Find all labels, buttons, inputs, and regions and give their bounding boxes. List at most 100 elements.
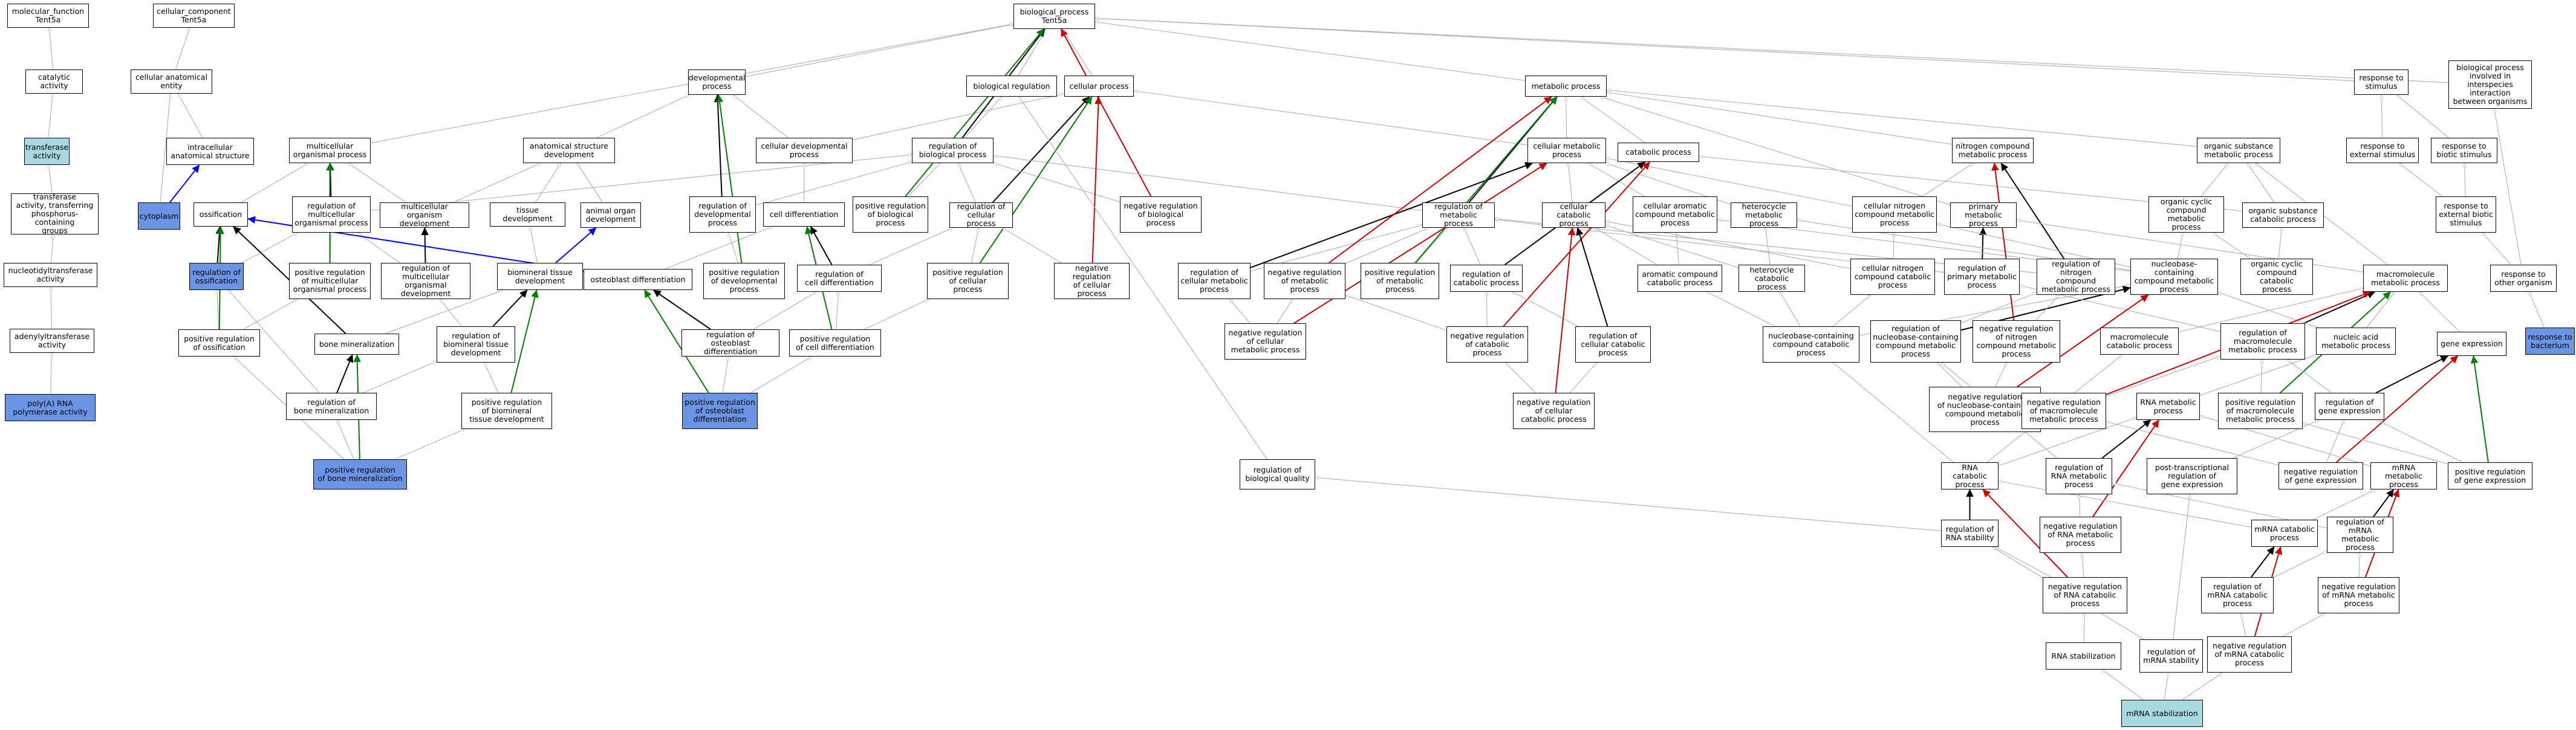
term-node-macrocatab[interactable]: macromolecule catabolic process bbox=[2100, 328, 2179, 355]
term-node-multiorgdev[interactable]: multicellular organism development bbox=[380, 202, 469, 228]
term-node-regbioproc[interactable]: regulation of biological process bbox=[912, 138, 994, 163]
term-node-posregossif[interactable]: positive regulation of ossification bbox=[178, 329, 260, 357]
term-node-polya[interactable]: poly(A) RNA polymerase activity bbox=[5, 394, 96, 421]
term-node-regossif[interactable]: regulation of ossification bbox=[189, 263, 244, 290]
term-node-posregmultiorg[interactable]: positive regulation of multicellular org… bbox=[289, 263, 371, 299]
term-node-regbioqual[interactable]: regulation of biological quality bbox=[1240, 459, 1315, 489]
term-node-cellcatab[interactable]: cellular catabolic process bbox=[1542, 202, 1605, 228]
term-node-regmrnacatab[interactable]: regulation of mRNA catabolic process bbox=[2201, 577, 2274, 613]
term-node-reggeneexpr[interactable]: regulation of gene expression bbox=[2315, 393, 2384, 420]
term-node-negregmacro[interactable]: negative regulation of macromolecule met… bbox=[2021, 393, 2106, 429]
term-node-rnastab[interactable]: RNA stabilization bbox=[2046, 642, 2121, 670]
term-node-negreggene[interactable]: negative regulation of gene expression bbox=[2278, 462, 2363, 489]
term-node-regrnastab[interactable]: regulation of RNA stability bbox=[1941, 520, 1999, 547]
term-node-posregbonemin[interactable]: positive regulation of bone mineralizati… bbox=[313, 459, 407, 489]
term-node-regcatab[interactable]: regulation of catabolic process bbox=[1450, 265, 1523, 292]
term-node-negregrnacatab[interactable]: negative regulation of RNA catabolic pro… bbox=[2043, 577, 2127, 613]
term-node-regmultiorg[interactable]: regulation of multicellular organismal p… bbox=[292, 196, 371, 233]
term-node-negregcell[interactable]: negative regulation of cellular process bbox=[1054, 263, 1130, 299]
term-node-orgsubst[interactable]: organic substance metabolic process bbox=[2197, 138, 2280, 163]
term-node-respext[interactable]: response to external stimulus bbox=[2346, 138, 2419, 163]
term-node-heterometab[interactable]: heterocycle metabolic process bbox=[1731, 202, 1797, 228]
term-node-mrnastab[interactable]: mRNA stabilization bbox=[2121, 700, 2203, 727]
term-node-negregcatab[interactable]: negative regulation of catabolic process bbox=[1446, 326, 1528, 363]
term-node-cytoplasm[interactable]: cytoplasm bbox=[138, 202, 180, 230]
term-node-geneexpr[interactable]: gene expression bbox=[2437, 332, 2506, 356]
term-node-nucleocatab[interactable]: nucleobase-containing compound catabolic… bbox=[1763, 326, 1859, 363]
term-node-negregmet[interactable]: negative regulation of metabolic process bbox=[1264, 263, 1345, 299]
term-node-animorgan[interactable]: animal organ development bbox=[581, 202, 641, 228]
term-node-tissuedev[interactable]: tissue development bbox=[490, 202, 565, 227]
term-node-cellproc[interactable]: cellular process bbox=[1064, 76, 1134, 97]
term-node-cellmetproc[interactable]: cellular metabolic process bbox=[1527, 138, 1606, 163]
term-node-osteodiff[interactable]: osteoblast differentiation bbox=[584, 269, 692, 290]
term-node-posregbiomin[interactable]: positive regulation of biomineral tissue… bbox=[461, 393, 552, 429]
term-node-regnitro[interactable]: regulation of nitrogen compound metaboli… bbox=[2037, 259, 2115, 295]
term-node-nucleicacid[interactable]: nucleic acid metabolic process bbox=[2316, 328, 2396, 355]
term-node-interorg[interactable]: biological process involved in interspec… bbox=[2448, 60, 2532, 109]
term-node-negregmrnamet[interactable]: negative regulation of mRNA metabolic pr… bbox=[2318, 577, 2399, 613]
term-node-posregcell[interactable]: positive regulation of cellular process bbox=[927, 263, 1009, 299]
term-node-regnucleo[interactable]: regulation of nucleobase-containing comp… bbox=[1870, 320, 1961, 363]
term-node-nucleobase[interactable]: nucleobase-containing compound metabolic… bbox=[2130, 259, 2218, 295]
term-node-regosteodiff[interactable]: regulation of osteoblast differentiation bbox=[681, 329, 779, 357]
term-node-catact[interactable]: catalytic activity bbox=[25, 69, 83, 94]
term-node-regcellmet[interactable]: regulation of cellular metabolic process bbox=[1178, 263, 1251, 299]
term-node-ossif[interactable]: ossification bbox=[194, 202, 248, 227]
term-node-regprimmet[interactable]: regulation of primary metabolic process bbox=[1944, 259, 2020, 295]
term-node-posttrans[interactable]: post-transcriptional regulation of gene … bbox=[2147, 458, 2237, 494]
term-node-transphos[interactable]: transferase activity, transferring phosp… bbox=[11, 193, 99, 234]
term-node-orgcycliccatab[interactable]: organic cyclic compound catabolic proces… bbox=[2240, 259, 2313, 295]
term-node-bioproc[interactable]: biological_process Tent5a bbox=[1013, 4, 1095, 29]
term-node-aromcatab[interactable]: aromatic compound catabolic process bbox=[1638, 265, 1722, 292]
term-node-nitrocomp[interactable]: nitrogen compound metabolic process bbox=[1952, 138, 2034, 163]
term-node-orgcyclic[interactable]: organic cyclic compound metabolic proces… bbox=[2148, 196, 2224, 233]
term-node-negregnitro[interactable]: negative regulation of nitrogen compound… bbox=[1973, 320, 2060, 363]
term-node-rnamet[interactable]: RNA metabolic process bbox=[2136, 393, 2200, 420]
term-node-regcelldiff[interactable]: regulation of cell differentiation bbox=[797, 265, 882, 292]
term-node-transfer[interactable]: transferase activity bbox=[24, 138, 70, 165]
term-node-regdevproc[interactable]: regulation of developmental process bbox=[689, 196, 756, 233]
term-node-negregcellcatab[interactable]: negative regulation of cellular cataboli… bbox=[1513, 393, 1595, 429]
term-node-regbiomin[interactable]: regulation of biomineral tissue developm… bbox=[437, 326, 515, 363]
term-node-respbact[interactable]: response to bacterium bbox=[2525, 328, 2575, 355]
term-node-respextbiotic[interactable]: response to external biotic stimulus bbox=[2436, 196, 2496, 233]
term-node-cellnitrocatab[interactable]: cellular nitrogen compound catabolic pro… bbox=[1850, 259, 1935, 295]
term-node-heterocatab[interactable]: heterocycle catabolic process bbox=[1738, 265, 1805, 292]
term-node-macromet[interactable]: macromolecule metabolic process bbox=[2363, 265, 2448, 292]
term-node-negregbio[interactable]: negative regulation of biological proces… bbox=[1120, 196, 1202, 233]
term-node-celldevproc[interactable]: cellular developmental process bbox=[756, 138, 853, 163]
term-node-respother[interactable]: response to other organism bbox=[2490, 265, 2557, 292]
term-node-negregrnamet[interactable]: negative regulation of RNA metabolic pro… bbox=[2040, 517, 2121, 553]
term-node-negregcellmet[interactable]: negative regulation of cellular metaboli… bbox=[1225, 323, 1306, 360]
term-node-mrnacatab[interactable]: mRNA catabolic process bbox=[2251, 520, 2318, 547]
term-node-rnacatab[interactable]: RNA catabolic process bbox=[1941, 462, 1999, 489]
term-node-multiorg[interactable]: multicellular organismal process bbox=[289, 138, 371, 163]
term-node-respbiotic[interactable]: response to biotic stimulus bbox=[2431, 138, 2497, 163]
term-node-devproc[interactable]: developmental process bbox=[688, 69, 746, 95]
term-node-cellarom[interactable]: cellular aromatic compound metabolic pro… bbox=[1633, 196, 1717, 233]
term-node-posregmet[interactable]: positive regulation of metabolic process bbox=[1361, 263, 1439, 299]
term-node-posreggene[interactable]: positive regulation of gene expression bbox=[2448, 462, 2532, 489]
term-node-posregosteodiff[interactable]: positive regulation of osteoblast differ… bbox=[682, 393, 758, 429]
term-node-anatdev[interactable]: anatomical structure development bbox=[523, 138, 615, 163]
term-node-regmrnamet[interactable]: regulation of mRNA metabolic process bbox=[2327, 517, 2393, 553]
term-node-cellnitro[interactable]: cellular nitrogen compound metabolic pro… bbox=[1852, 196, 1937, 233]
term-node-bonemin[interactable]: bone mineralization bbox=[314, 334, 399, 355]
term-node-mrnamet[interactable]: mRNA metabolic process bbox=[2370, 462, 2437, 489]
term-node-metproc[interactable]: metabolic process bbox=[1525, 76, 1607, 97]
term-node-cellanat[interactable]: cellular anatomical entity bbox=[131, 69, 212, 94]
term-node-intracell[interactable]: intracellular anatomical structure bbox=[166, 138, 254, 165]
term-node-molfun[interactable]: molecular_function Tent5a bbox=[7, 4, 89, 28]
term-node-regbonemin[interactable]: regulation of bone mineralization bbox=[286, 393, 377, 420]
term-node-nucleotidyl[interactable]: nucleotidyltransferase activity bbox=[4, 263, 97, 287]
term-node-regmultiorgdev[interactable]: regulation of multicellular organismal d… bbox=[381, 263, 470, 299]
term-node-regmetproc[interactable]: regulation of metabolic process bbox=[1422, 202, 1495, 228]
term-node-bioreg[interactable]: biological regulation bbox=[966, 76, 1057, 97]
term-node-adenylyl[interactable]: adenylyltransferase activity bbox=[10, 329, 94, 353]
term-node-posregdev[interactable]: positive regulation of developmental pro… bbox=[703, 263, 785, 299]
term-node-regcellproc[interactable]: regulation of cellular process bbox=[949, 202, 1013, 228]
term-node-posregcelldiff[interactable]: positive regulation of cell differentiat… bbox=[789, 329, 881, 357]
term-node-regmrnastab[interactable]: regulation of mRNA stability bbox=[2139, 639, 2203, 673]
term-node-posregbio[interactable]: positive regulation of biological proces… bbox=[853, 196, 928, 233]
